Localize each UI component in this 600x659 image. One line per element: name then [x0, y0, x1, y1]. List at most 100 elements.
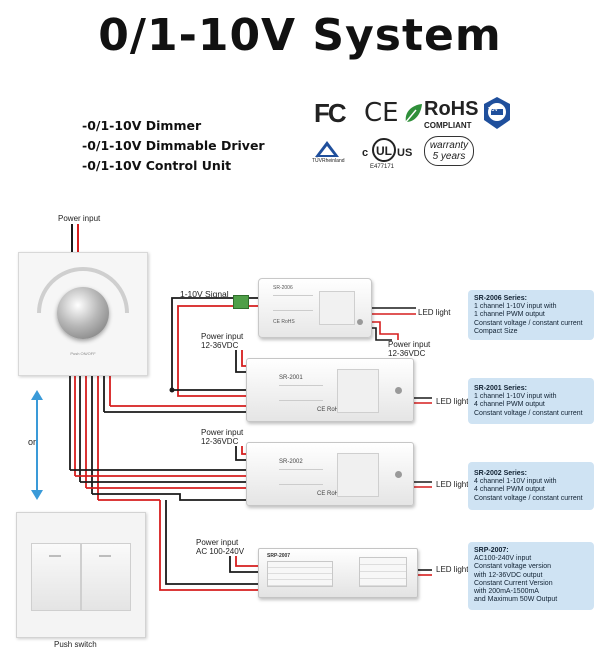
tuv-rheinland-icon — [315, 141, 339, 157]
device-sr-2006: SR-2006 CE RoHS — [258, 278, 372, 338]
device-spec-table — [267, 561, 333, 587]
info-line: Constant Current Version — [474, 579, 553, 587]
dimmer-wires — [69, 374, 111, 500]
info-line: with 12-36VDC output — [474, 571, 543, 579]
device-model: SRP-2007 — [267, 553, 291, 559]
led-label-sr-2002: LED light — [436, 480, 469, 489]
screw-icon — [357, 319, 363, 325]
rohs-label: RoHS — [424, 98, 479, 120]
feature-dimmer: -0/1-10V Dimmer — [82, 118, 202, 133]
tuv-badge-label: TÜV — [488, 107, 498, 113]
terminal-block — [337, 453, 379, 497]
warranty-badge: warranty 5 years — [424, 136, 474, 166]
or-label: or — [28, 437, 37, 447]
signal-label: 1-10V Signal — [180, 289, 229, 299]
device-model: SR-2006 — [273, 285, 293, 291]
power-label-srp-2007-title: Power input — [196, 538, 239, 547]
terminal-block — [337, 369, 379, 413]
device-spec-table-right — [359, 557, 407, 587]
info-line: 1 channel 1-10V input with — [474, 393, 557, 401]
info-line: Constant voltage / constant current — [474, 319, 583, 327]
info-line: with 200mA-1500mA — [474, 588, 539, 596]
info-line: Constant voltage / constant current — [474, 494, 583, 502]
dimmer-power-label: Power input — [58, 214, 101, 223]
device-model: SR-2002 — [279, 459, 303, 465]
power-label-sr-2002-value: 12-36VDC — [201, 437, 239, 446]
dimmer-knob[interactable] — [57, 287, 109, 339]
power-label-sr-2002-title: Power input — [201, 428, 244, 437]
or-double-arrow — [31, 390, 43, 500]
certification-logos: FC CE RoHS COMPLIANT TÜV TÜVRheinland c … — [310, 92, 510, 180]
info-box-srp-2007: SRP-2007: AC100-240V input Constant volt… — [468, 542, 594, 610]
power-label-sr-2006-title: Power input — [388, 340, 431, 349]
power-label-sr-2006-value: 12-36VDC — [388, 349, 426, 358]
device-marks: CE RoHS — [273, 319, 295, 325]
device-spec-lines — [273, 295, 313, 311]
info-box-sr-2001: SR-2001 Series: 1 channel 1-10V input wi… — [468, 378, 594, 424]
tuv-rheinland-label: TÜVRheinland — [312, 158, 345, 164]
device-srp-2007: SRP-2007 — [258, 548, 418, 598]
info-heading: SR-2002 Series: — [474, 470, 527, 477]
push-switch-panel — [16, 512, 146, 638]
page-title: 0/1-10V System — [98, 10, 502, 61]
info-heading: SR-2006 Series: — [474, 295, 527, 302]
power-label-sr-2001-value: 12-36VDC — [201, 341, 239, 350]
power-label-sr-2001-title: Power input — [201, 332, 244, 341]
svg-text:US: US — [397, 147, 412, 159]
power-label-sr-2002: Power input 12-36VDC — [201, 428, 243, 446]
info-line: and Maximum 50W Output — [474, 596, 558, 604]
power-label-srp-2007: Power input AC 100-240V — [196, 538, 244, 556]
switch-rocker-right[interactable] — [81, 543, 131, 611]
push-switch-label: Push switch — [54, 640, 97, 649]
feature-control-unit: -0/1-10V Control Unit — [82, 158, 232, 173]
info-heading: SR-2001 Series: — [474, 385, 527, 392]
info-box-sr-2002: SR-2002 Series: 4 channel 1-10V input wi… — [468, 462, 594, 510]
ul-file-number: E477171 — [370, 164, 395, 170]
switch-indicator-left — [49, 555, 61, 557]
warranty-label: warranty — [429, 140, 469, 151]
led-label-sr-2001: LED light — [436, 397, 469, 406]
info-line: 4 channel PWM output — [474, 486, 545, 494]
info-line: Constant voltage / constant current — [474, 409, 583, 417]
info-line: 1 channel 1-10V input with — [474, 303, 557, 311]
svg-text:UL: UL — [376, 144, 392, 158]
led-label-srp-2007: LED light — [436, 565, 469, 574]
rohs-compliant-label: COMPLIANT — [424, 121, 472, 130]
rohs-leaf-icon — [405, 104, 422, 123]
power-label-srp-2007-value: AC 100-240V — [196, 547, 245, 556]
info-box-sr-2006: SR-2006 Series: 1 channel 1-10V input wi… — [468, 290, 594, 340]
connector-green-icon — [233, 295, 249, 309]
terminal-block — [319, 291, 355, 325]
power-label-sr-2001: Power input 12-36VDC — [201, 332, 243, 350]
switch-rocker-left[interactable] — [31, 543, 81, 611]
info-line: 1 channel PWM output — [474, 311, 545, 319]
screw-icon — [395, 387, 402, 394]
feature-driver: -0/1-10V Dimmable Driver — [82, 138, 265, 153]
device-marks: CE RoHS — [317, 407, 344, 413]
dimmer-panel: Push ON/OFF — [18, 252, 148, 376]
warranty-years: 5 years — [432, 151, 466, 162]
dimmer-caption: Push ON/OFF — [70, 351, 96, 356]
info-heading: SRP-2007: — [474, 547, 509, 554]
fc-logo: FC — [314, 98, 347, 128]
info-line: 4 channel PWM output — [474, 401, 545, 409]
device-spec-lines — [279, 385, 323, 401]
device-sr-2002: SR-2002 CE RoHS — [246, 442, 414, 506]
info-line: 4 channel 1-10V input with — [474, 478, 557, 486]
dimmer-dial-scale — [37, 267, 129, 314]
tuv-badge-icon — [484, 97, 510, 129]
cul-us-icon: c UL US — [362, 138, 412, 162]
device-marks: CE RoHS — [317, 491, 344, 497]
screw-icon — [395, 471, 402, 478]
ce-logo: CE — [364, 98, 399, 128]
switch-indicator-right — [99, 555, 111, 557]
power-label-sr-2006: Power input 12-36VDC — [388, 340, 430, 358]
info-line: Constant voltage version — [474, 563, 552, 571]
led-label-sr-2006: LED light — [418, 308, 451, 317]
device-model: SR-2001 — [279, 375, 303, 381]
device-sr-2001: SR-2001 CE RoHS — [246, 358, 414, 422]
info-line: AC100-240V input — [474, 555, 532, 563]
device-spec-lines — [279, 469, 323, 485]
info-line: Compact Size — [474, 327, 518, 335]
